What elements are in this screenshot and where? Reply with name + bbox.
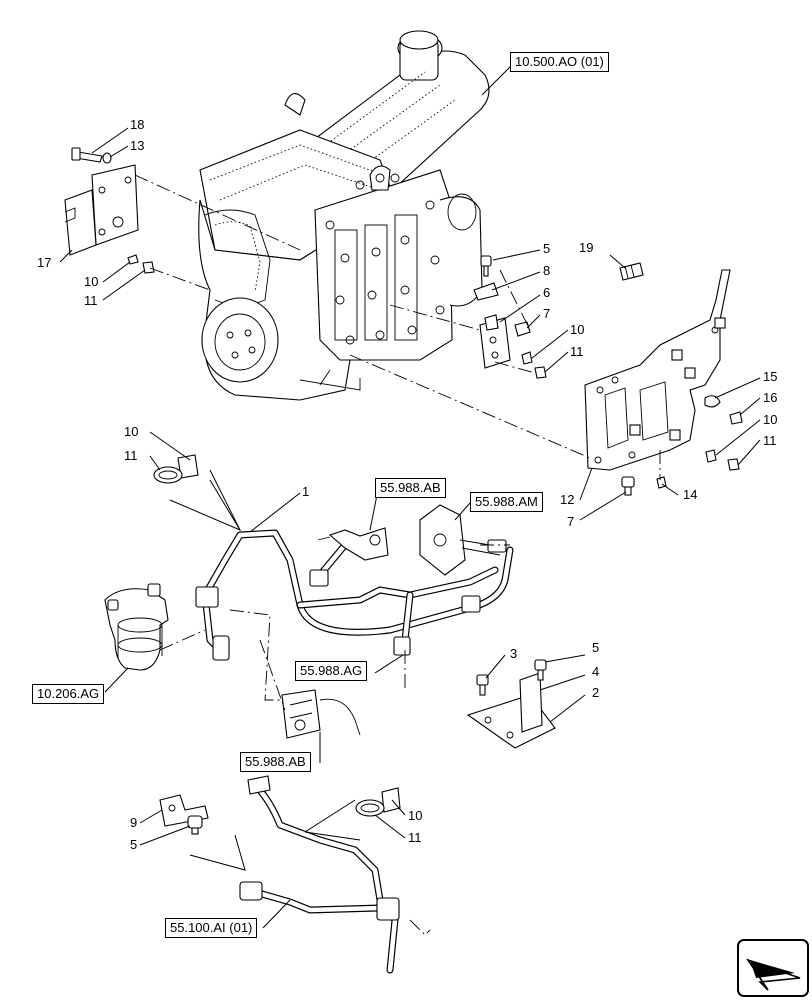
clamp-10-11 — [153, 454, 199, 484]
callout-6: 6 — [543, 285, 551, 300]
callout-4: 4 — [592, 664, 600, 679]
lower-sensor-connector — [281, 689, 361, 739]
connector-19 — [619, 262, 644, 281]
callout-19: 19 — [579, 240, 594, 255]
bracket-6 — [473, 255, 547, 379]
ref-connector-low[interactable]: 55.988.AB — [240, 752, 311, 772]
callout-16: 16 — [763, 390, 778, 405]
ref-connector-mid[interactable]: 55.988.AG — [295, 661, 368, 681]
lower-harness — [239, 775, 400, 974]
mounting-plate-2 — [466, 659, 556, 749]
engine-assembly — [198, 30, 490, 401]
mounting-plate-12 — [584, 269, 743, 496]
callout-8: 8 — [543, 263, 551, 278]
callout-11: 11 — [570, 344, 584, 359]
tie-lines — [169, 469, 361, 871]
callout-11: 11 — [124, 448, 138, 463]
callout-11: 11 — [84, 293, 98, 308]
ref-actuator[interactable]: 55.988.AM — [470, 492, 543, 512]
callout-5: 5 — [543, 241, 551, 256]
bracket-9 — [159, 794, 209, 835]
clamp-lower — [355, 787, 401, 817]
callout-17: 17 — [37, 255, 52, 270]
bracket-17 — [64, 147, 155, 274]
temperature-sensor — [317, 527, 389, 561]
callout-11: 11 — [408, 830, 422, 845]
callout-7: 7 — [543, 306, 551, 321]
callout-leaders — [59, 61, 761, 929]
phantom-lines — [134, 174, 661, 936]
callout-10: 10 — [408, 808, 423, 823]
callout-14: 14 — [683, 487, 698, 502]
callout-9: 9 — [130, 815, 138, 830]
callout-10: 10 — [763, 412, 778, 427]
callout-1: 1 — [302, 484, 310, 499]
callout-10: 10 — [84, 274, 99, 289]
ref-sensor-top[interactable]: 55.988.AB — [375, 478, 446, 498]
callout-2: 2 — [592, 685, 600, 700]
next-page-arrow-icon[interactable] — [737, 939, 809, 997]
callout-11: 11 — [763, 433, 777, 448]
callout-10: 10 — [570, 322, 585, 337]
ref-engine[interactable]: 10.500.AO (01) — [510, 52, 609, 72]
callout-5: 5 — [592, 640, 600, 655]
actuator-assembly — [419, 504, 507, 576]
ref-lower-harness[interactable]: 55.100.AI (01) — [165, 918, 258, 938]
callout-3: 3 — [510, 646, 518, 661]
callout-5: 5 — [130, 837, 138, 852]
callout-10: 10 — [124, 424, 139, 439]
fuel-filter — [104, 583, 169, 671]
ref-fuel-filter[interactable]: 10.206.AG — [32, 684, 105, 704]
callout-13: 13 — [130, 138, 145, 153]
callout-18: 18 — [130, 117, 145, 132]
callout-12: 12 — [560, 492, 575, 507]
callout-7: 7 — [567, 514, 575, 529]
callout-15: 15 — [763, 369, 778, 384]
